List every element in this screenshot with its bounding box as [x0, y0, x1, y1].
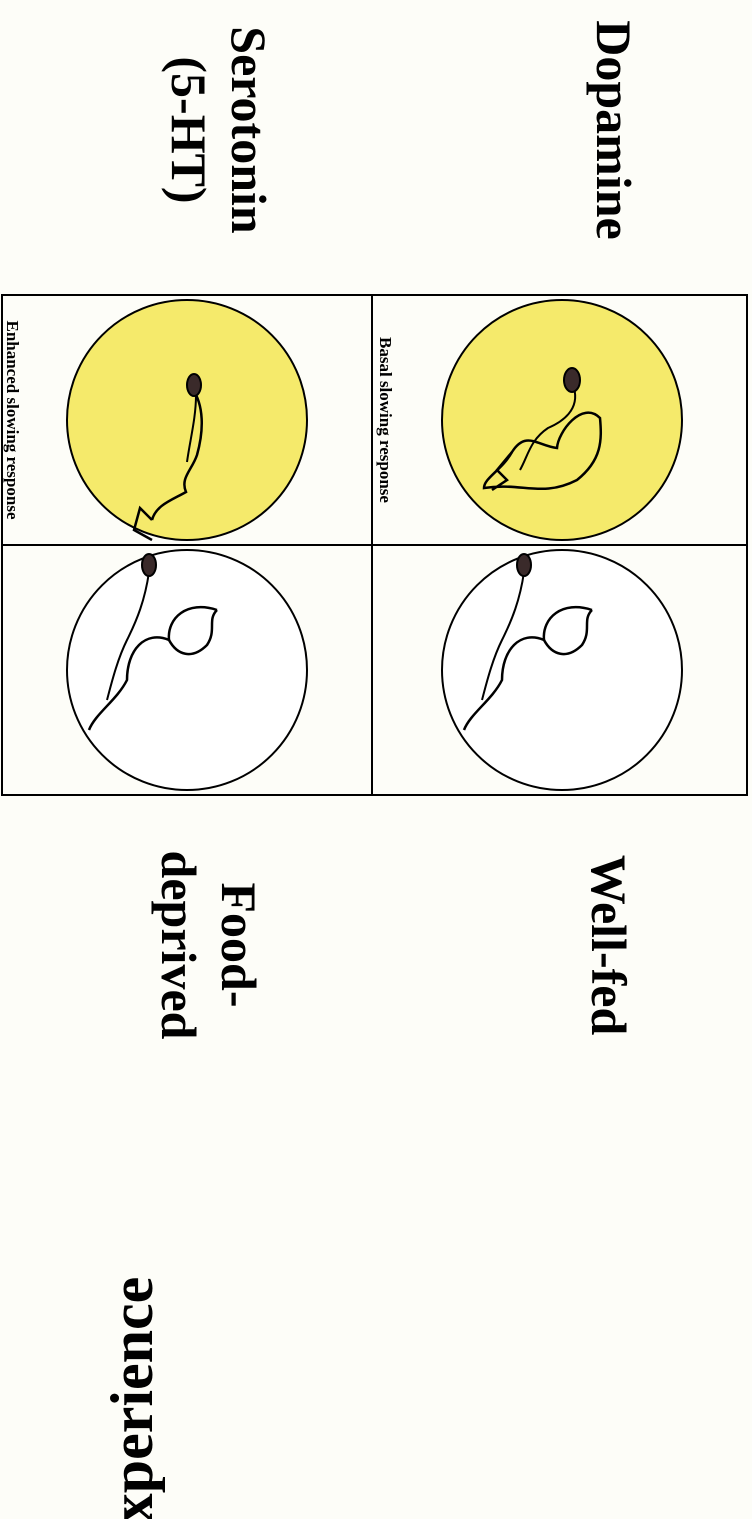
cell-dopamine-nofood [442, 550, 682, 790]
worm-head [187, 374, 201, 396]
col-label-food-deprived-sub: deprived [151, 851, 207, 1040]
empty-plate [442, 550, 682, 790]
cell-serotonin-nofood [67, 550, 307, 790]
response-label-enhanced: Enhanced slowing response [3, 320, 22, 519]
row-label-serotonin: Serotonin [221, 26, 277, 234]
col-label-well-fed: Well-fed [581, 855, 637, 1036]
worm-head [564, 368, 580, 392]
worm-head [517, 554, 531, 576]
experience-title: Experience [99, 1277, 165, 1519]
row-label-serotonin-sub: (5-HT) [161, 56, 217, 203]
response-label-basal: Basal slowing response [376, 337, 395, 503]
cell-serotonin-food: Enhanced slowing response [3, 300, 307, 540]
empty-plate [67, 550, 307, 790]
worm-head [142, 554, 156, 576]
cell-dopamine-food: Basal slowing response [376, 300, 682, 540]
row-label-dopamine: Dopamine [586, 20, 642, 239]
col-label-food-deprived: Food- [211, 883, 267, 1008]
food-plate [67, 300, 307, 540]
